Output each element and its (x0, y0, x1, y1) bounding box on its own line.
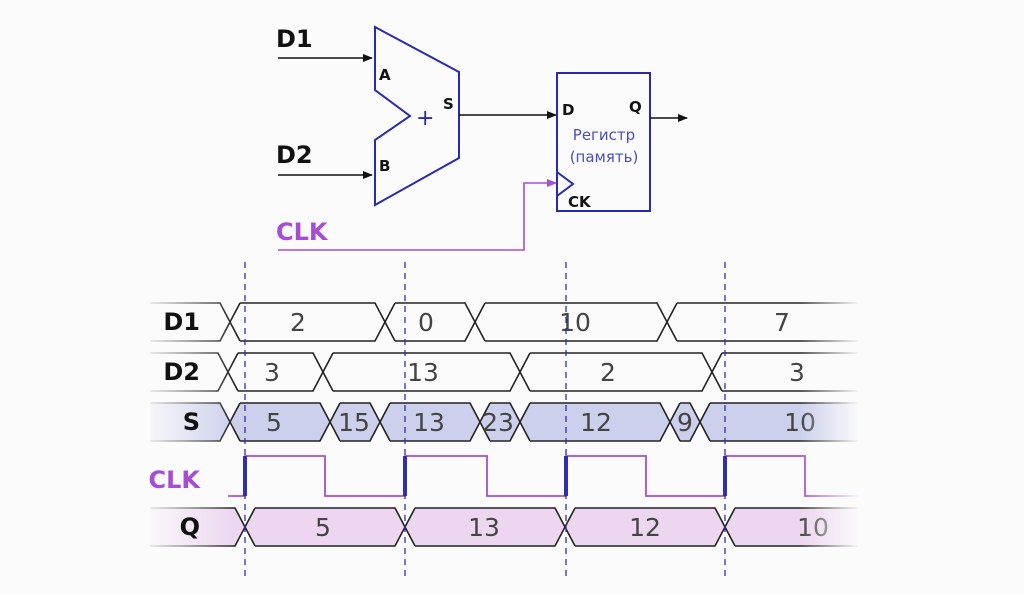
register-name-line1: Регистр (573, 126, 635, 144)
signal-clk-waveform (228, 455, 858, 497)
signal-d2-value: 3 (264, 358, 280, 387)
bus-segment-fill (405, 508, 565, 546)
signal-s-value: 23 (482, 408, 514, 437)
bus-segment-fill (565, 508, 725, 546)
signal-d1-value: 2 (290, 308, 306, 337)
signal-d2-value: 13 (407, 358, 439, 387)
clock-wave (228, 455, 858, 497)
signal-d1-value: 10 (559, 308, 591, 337)
signal-q-value: 5 (315, 513, 331, 542)
bus-segment-fill (245, 508, 405, 546)
register-block (556, 72, 651, 212)
input-d1-label: D1 (276, 25, 313, 53)
plus-icon: + (416, 106, 434, 131)
signal-clk-label: CLK (148, 466, 201, 494)
signal-d2-value: 2 (600, 358, 616, 387)
signal-s-value: 12 (580, 408, 612, 437)
adder-port-a: A (379, 66, 391, 84)
bus-segment-fill (520, 403, 670, 441)
signal-d1-label: D1 (163, 308, 200, 336)
schematic: D1 D2 A B S + D Q Регистр (память) CK CL… (276, 25, 688, 251)
signal-q-value: 13 (468, 513, 500, 542)
signal-q-value: 12 (629, 513, 661, 542)
bus-outline (150, 302, 858, 342)
signal-q-value: 10 (797, 513, 829, 542)
input-d2-label: D2 (276, 141, 313, 169)
signal-q-bus: 5 13 12 10 (150, 507, 858, 547)
clock-input-triangle (556, 171, 575, 197)
signal-s-value: 15 (338, 408, 370, 437)
register-port-ck: CK (568, 193, 592, 211)
signal-d2-label: D2 (163, 358, 200, 386)
bus-segment-fill (330, 403, 380, 441)
bus-segment-fill (230, 403, 330, 441)
signal-s-value: 9 (677, 408, 693, 437)
adder-block (374, 25, 460, 207)
bus-segment-fill (480, 403, 520, 441)
signal-s-label: S (183, 408, 200, 436)
signal-q-label: Q (180, 513, 200, 541)
register-port-q: Q (629, 98, 642, 116)
register-port-d: D (562, 101, 574, 119)
bus-outline (150, 507, 858, 547)
signal-d1-value: 0 (418, 308, 434, 337)
bus-segment-fill (725, 508, 858, 546)
signal-s-bus: 5 15 13 23 12 9 10 (150, 402, 858, 442)
signal-d1-bus: 2 0 10 7 (150, 302, 858, 342)
signal-s-value: 13 (413, 408, 445, 437)
bus-segment-fill (670, 403, 700, 441)
adder-port-s: S (443, 95, 454, 113)
signal-s-value: 10 (784, 408, 816, 437)
register-name-line2: (память) (570, 148, 639, 166)
clock-label: CLK (276, 218, 329, 246)
adder-port-b: B (379, 157, 390, 175)
signal-d2-value: 3 (789, 358, 805, 387)
bus-outline (150, 352, 858, 392)
bus-segment-fill (700, 403, 858, 441)
signal-d1-value: 7 (774, 308, 790, 337)
clock-wire (278, 179, 557, 251)
signal-s-value: 5 (266, 408, 282, 437)
